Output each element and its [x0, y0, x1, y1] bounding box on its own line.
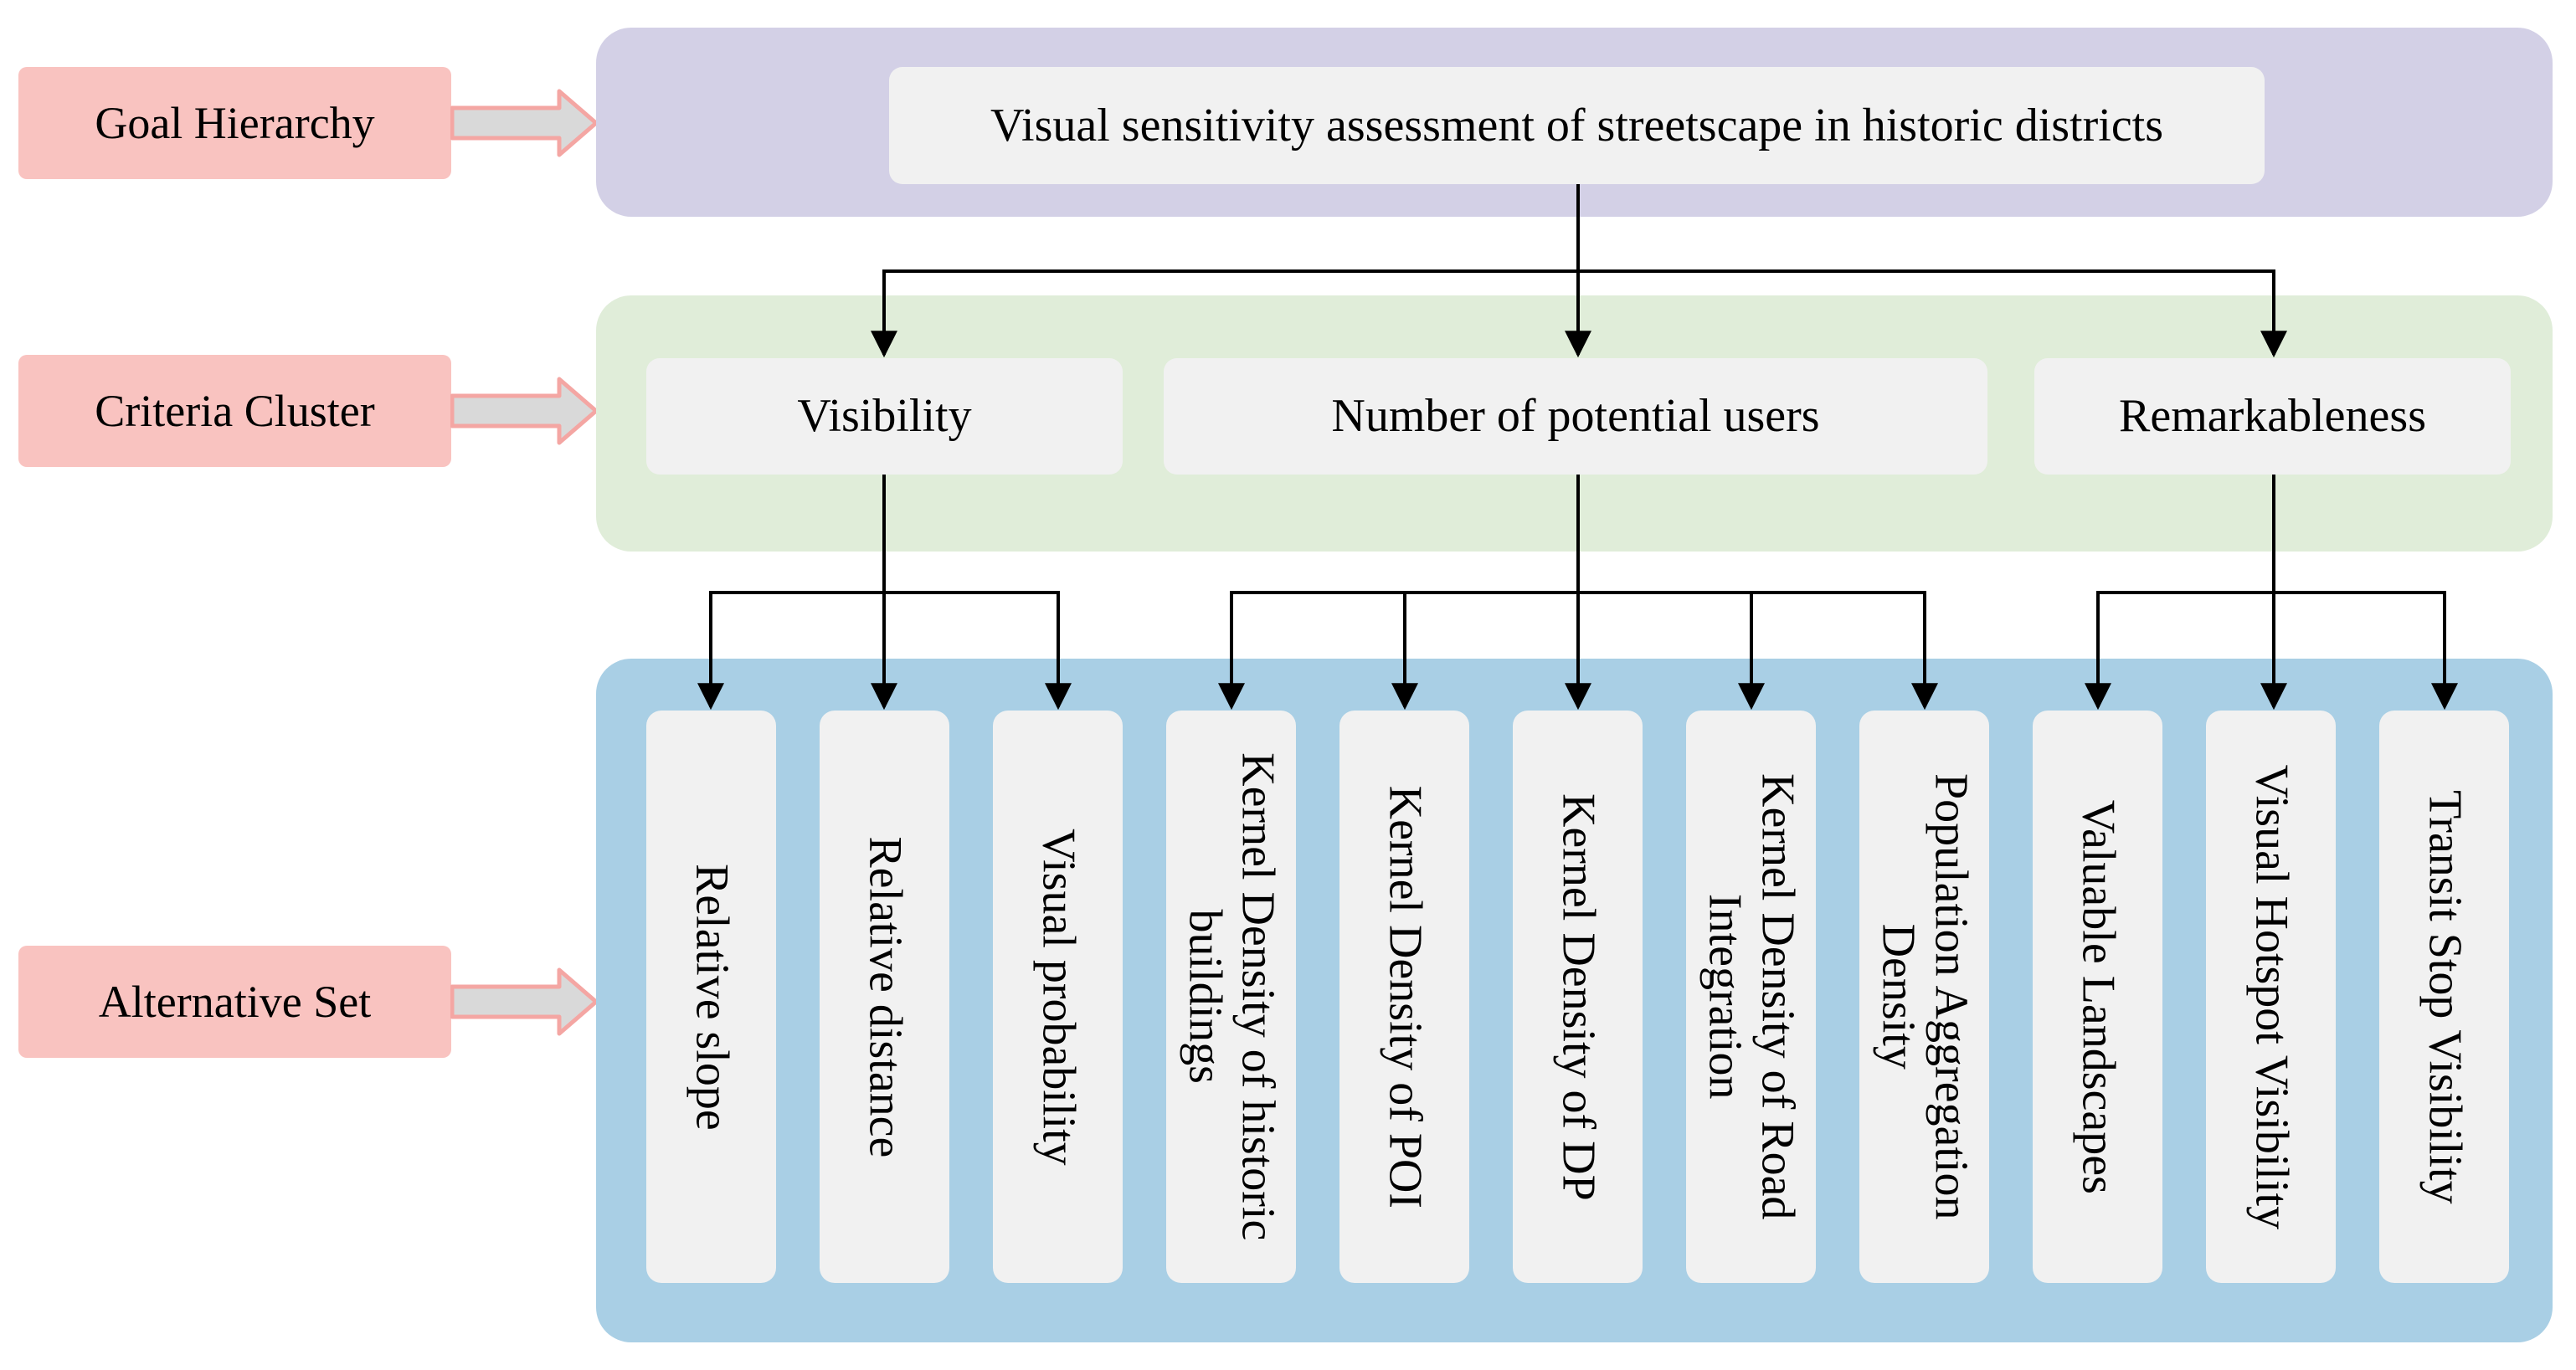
criterion-label: Visibility [797, 390, 972, 443]
criterion-label: Number of potential users [1331, 390, 1820, 443]
criterion-box-visibility: Visibility [646, 358, 1123, 475]
alternative-box: Population Aggregation Density [1859, 711, 1989, 1283]
alternative-box: Valuable Landscapes [2033, 711, 2162, 1283]
alternative-box: Kernel Density of DP [1513, 711, 1643, 1283]
goal-box: Visual sensitivity assessment of streets… [889, 67, 2265, 184]
level-label-goal-hierarchy: Goal Hierarchy [18, 67, 451, 179]
right-arrow-icon [450, 89, 599, 157]
right-arrow-icon [450, 967, 599, 1036]
criterion-box-potential-users: Number of potential users [1164, 358, 1987, 475]
level-label-alternative-set: Alternative Set [18, 946, 451, 1058]
alternative-box: Kernel Density of historic buildings [1166, 711, 1296, 1283]
alternative-box: Visual probability [993, 711, 1123, 1283]
goal-text: Visual sensitivity assessment of streets… [990, 99, 2164, 151]
alternative-box: Visual Hotspot Visibility [2206, 711, 2336, 1283]
alternative-box: Kernel Density of Road Integration [1686, 711, 1816, 1283]
right-arrow-icon [450, 377, 599, 445]
alternative-box: Transit Stop Visibility [2379, 711, 2509, 1283]
alternative-box: Relative slope [646, 711, 776, 1283]
criterion-label: Remarkableness [2119, 390, 2426, 443]
level-label-criteria-cluster: Criteria Cluster [18, 355, 451, 467]
criterion-box-remarkableness: Remarkableness [2034, 358, 2511, 475]
alternative-box: Relative distance [820, 711, 949, 1283]
alternative-box: Kernel Density of POI [1339, 711, 1469, 1283]
